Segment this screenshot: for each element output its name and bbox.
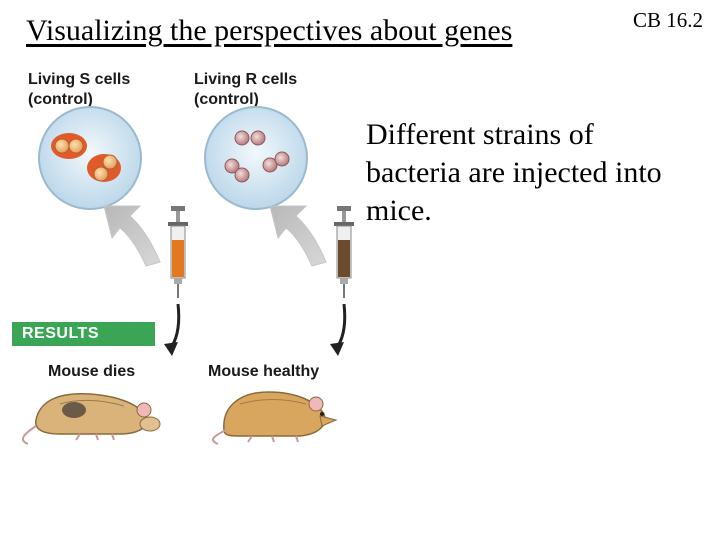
dead-mouse-illustration bbox=[21, 392, 161, 445]
r-cells bbox=[224, 130, 290, 183]
results-label: RESULTS bbox=[22, 325, 99, 342]
left-down-arrow bbox=[164, 303, 181, 356]
left-curved-arrow bbox=[103, 205, 161, 267]
right-outcome-label: Mouse healthy bbox=[208, 363, 320, 380]
right-syringe bbox=[334, 206, 354, 298]
right-down-arrow bbox=[330, 303, 347, 356]
left-syringe bbox=[168, 206, 188, 298]
slide-reference: CB 16.2 bbox=[633, 8, 704, 32]
slide-body-text: Different strains of bacteria are inject… bbox=[366, 118, 662, 227]
left-outcome-label: Mouse dies bbox=[48, 363, 136, 380]
right-curved-arrow bbox=[269, 205, 327, 267]
right-petri-dish bbox=[204, 106, 308, 210]
slide-title: Visualizing the perspectives about genes bbox=[26, 14, 513, 47]
left-dish-label-line1: Living S cells bbox=[28, 71, 131, 88]
healthy-mouse-illustration bbox=[211, 391, 338, 445]
results-bar bbox=[12, 322, 155, 346]
left-dish-label-line2: (control) bbox=[28, 91, 93, 108]
right-dish-label-line2: (control) bbox=[194, 91, 259, 108]
right-dish-label-line1: Living R cells bbox=[194, 71, 298, 88]
left-petri-dish bbox=[38, 106, 142, 210]
right-dish-label: Living R cells (control) bbox=[194, 70, 297, 110]
s-cell-pair-1 bbox=[51, 133, 87, 159]
s-cell-pair-2 bbox=[87, 154, 121, 182]
left-dish-label: Living S cells (control) bbox=[28, 70, 130, 110]
